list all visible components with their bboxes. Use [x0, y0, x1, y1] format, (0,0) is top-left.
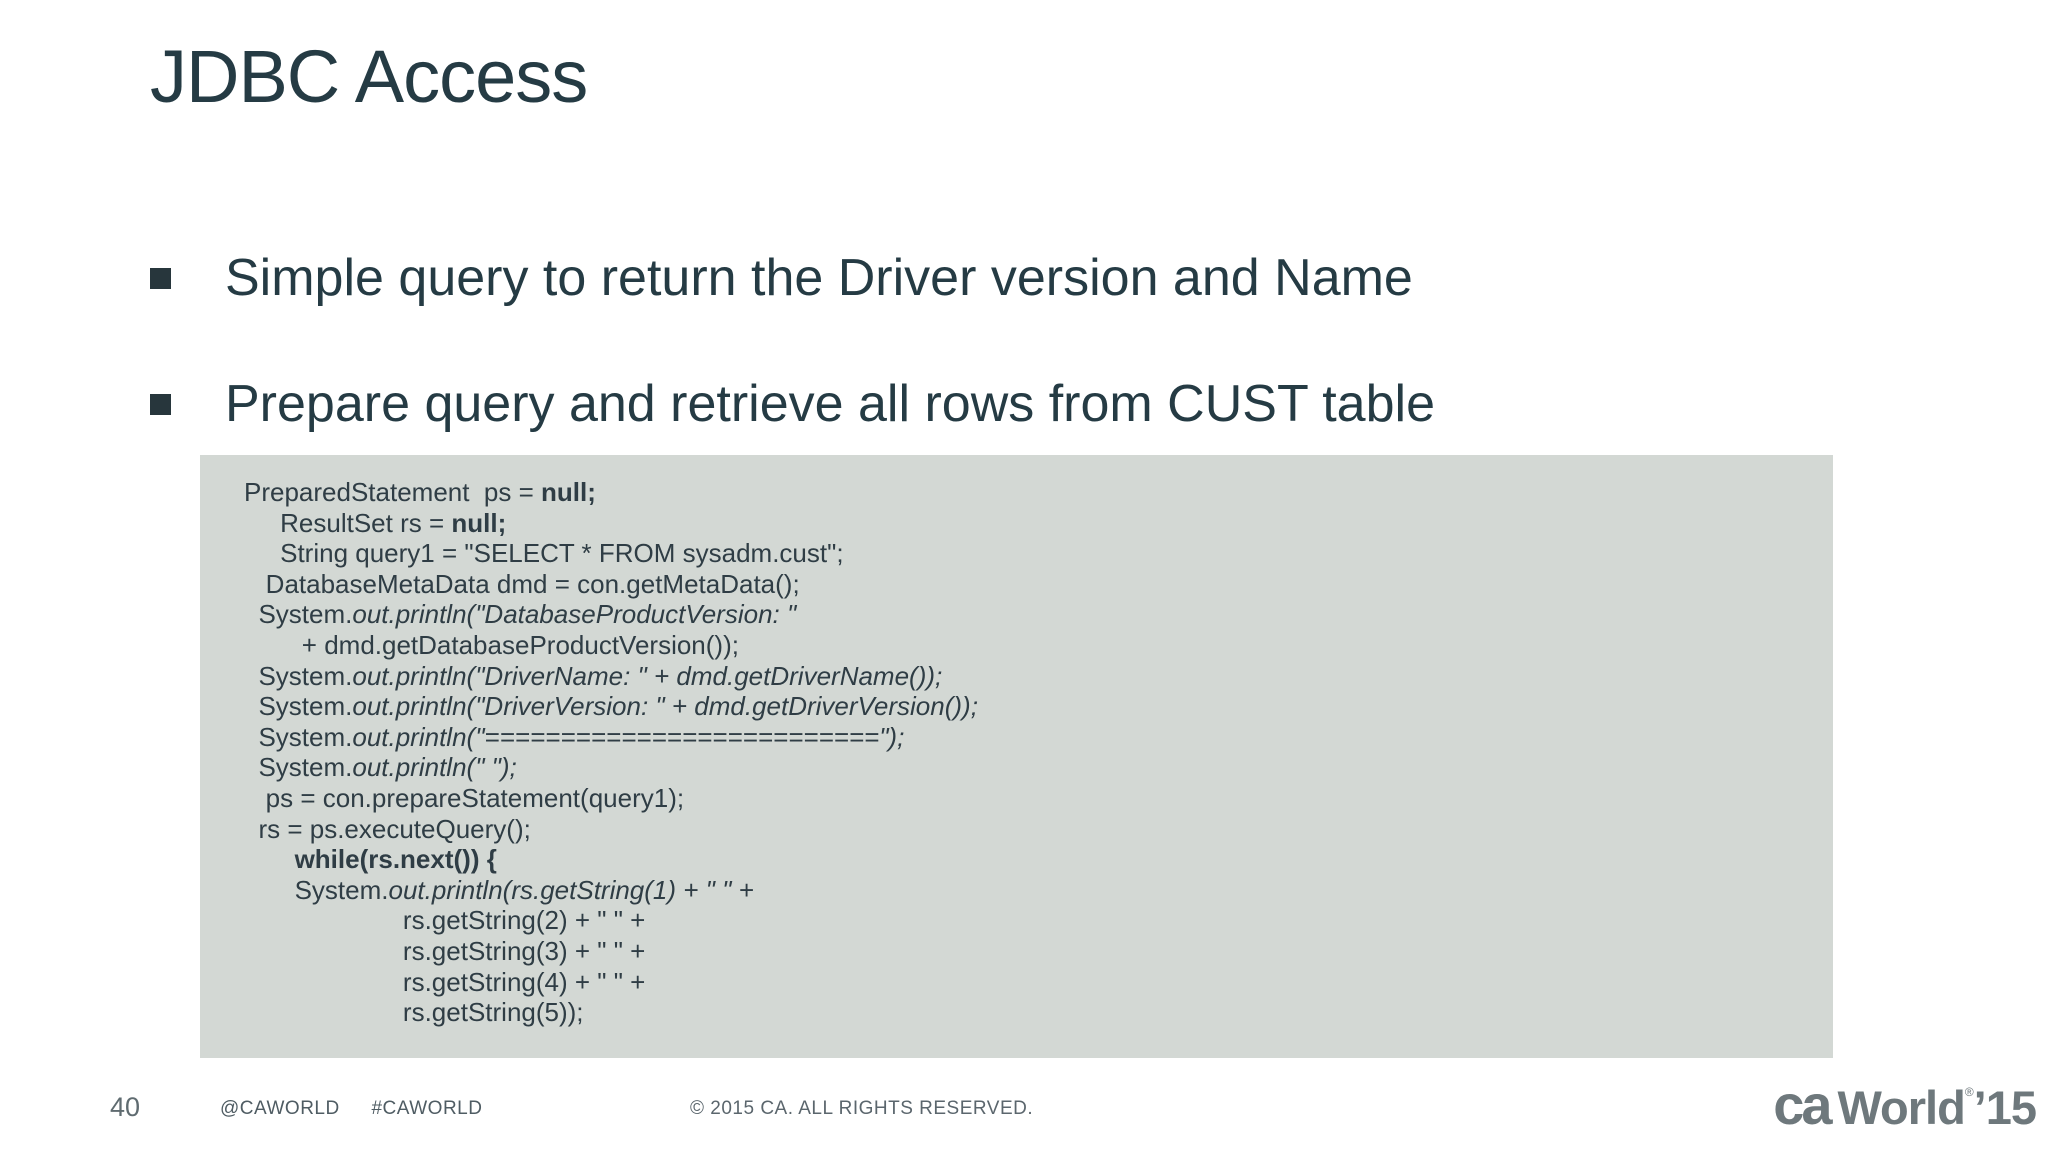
ca-logo-text: ca: [1773, 1073, 1832, 1136]
code-segment: System.: [244, 874, 389, 905]
code-line: System.out.println("DatabaseProductVersi…: [244, 599, 1813, 630]
code-line: DatabaseMetaData dmd = con.getMetaData()…: [244, 569, 1813, 600]
code-segment: System.: [244, 691, 353, 722]
registered-mark-icon: ®: [1964, 1085, 1974, 1099]
code-segment: out.println(" ");: [352, 752, 517, 783]
code-line: System.out.println("DriverName: " + dmd.…: [244, 661, 1813, 692]
page-title: JDBC Access: [150, 35, 588, 118]
code-segment: PreparedStatement ps =: [244, 477, 542, 507]
code-line: rs.getString(4) + " " +: [244, 967, 1813, 998]
code-segment: System.: [244, 599, 353, 630]
code-line: rs.getString(2) + " " +: [244, 905, 1813, 936]
bullet-list: Simple query to return the Driver versio…: [150, 246, 1435, 498]
code-line: String query1 = "SELECT * FROM sysadm.cu…: [244, 538, 1813, 569]
code-line: ResultSet rs = null;: [244, 508, 1813, 539]
code-line: System.out.println("DriverVersion: " + d…: [244, 691, 1813, 722]
code-segment: ResultSet rs =: [244, 507, 452, 538]
bullet-text: Prepare query and retrieve all rows from…: [225, 375, 1435, 433]
code-segment: ps = con.prepareStatement(query1);: [244, 782, 685, 813]
code-segment: [244, 844, 295, 874]
bullet-text: Simple query to return the Driver versio…: [225, 249, 1413, 307]
code-segment: rs.getString(5));: [244, 997, 584, 1028]
square-bullet-icon: [150, 394, 171, 415]
code-block: PreparedStatement ps = null; ResultSet r…: [200, 455, 1833, 1058]
page-number: 40: [110, 1092, 141, 1122]
code-line: rs = ps.executeQuery();: [244, 814, 1813, 845]
square-bullet-icon: [150, 268, 171, 289]
code-segment: while(rs.next()) {: [294, 844, 497, 875]
hashtag: #CAWORLD: [371, 1098, 483, 1119]
code-line: ps = con.prepareStatement(query1);: [244, 783, 1813, 814]
code-segment: System.: [244, 660, 353, 691]
code-segment: out.println("DriverName: " + dmd.getDriv…: [352, 660, 943, 691]
code-segment: rs.getString(2) + " " +: [244, 905, 646, 936]
code-segment: out.println("=========================="…: [352, 721, 905, 752]
twitter-handle: @CAWORLD: [220, 1098, 340, 1119]
code-segment: out.println("DatabaseProductVersion: ": [352, 599, 797, 630]
code-line: System.out.println(rs.getString(1) + " "…: [244, 875, 1813, 906]
code-segment: rs.getString(4) + " " +: [244, 966, 646, 997]
code-segment: rs = ps.executeQuery();: [244, 813, 531, 844]
code-line: rs.getString(3) + " " +: [244, 936, 1813, 967]
copyright-notice: © 2015 CA. ALL RIGHTS RESERVED.: [690, 1098, 1034, 1119]
code-segment: DatabaseMetaData dmd = con.getMetaData()…: [244, 568, 800, 599]
logo-year-text: ’15: [1973, 1081, 2037, 1134]
code-line: PreparedStatement ps = null;: [244, 477, 1813, 508]
footer-social: @CAWORLD #CAWORLD: [220, 1098, 508, 1120]
code-line: rs.getString(5));: [244, 997, 1813, 1028]
code-segment: + dmd.getDatabaseProductVersion());: [244, 629, 739, 660]
code-line: System.out.println(" ");: [244, 752, 1813, 783]
bullet-item: Simple query to return the Driver versio…: [150, 246, 1435, 310]
code-segment: String query1 = "SELECT * FROM sysadm.cu…: [244, 538, 844, 569]
code-line: System.out.println("====================…: [244, 722, 1813, 753]
code-line: while(rs.next()) {: [244, 844, 1813, 875]
code-segment: out.println("DriverVersion: " + dmd.getD…: [352, 691, 978, 722]
bullet-item: Prepare query and retrieve all rows from…: [150, 372, 1435, 436]
code-segment: rs.getString(3) + " " +: [244, 935, 646, 966]
code-segment: null;: [451, 507, 507, 538]
code-segment: out.println(rs.getString(1) + " " +: [388, 874, 754, 905]
code-segment: System.: [244, 752, 353, 783]
code-segment: System.: [244, 721, 353, 752]
logo-world-text: World: [1837, 1081, 1966, 1134]
code-segment: null;: [541, 477, 596, 507]
code-line: + dmd.getDatabaseProductVersion());: [244, 630, 1813, 661]
